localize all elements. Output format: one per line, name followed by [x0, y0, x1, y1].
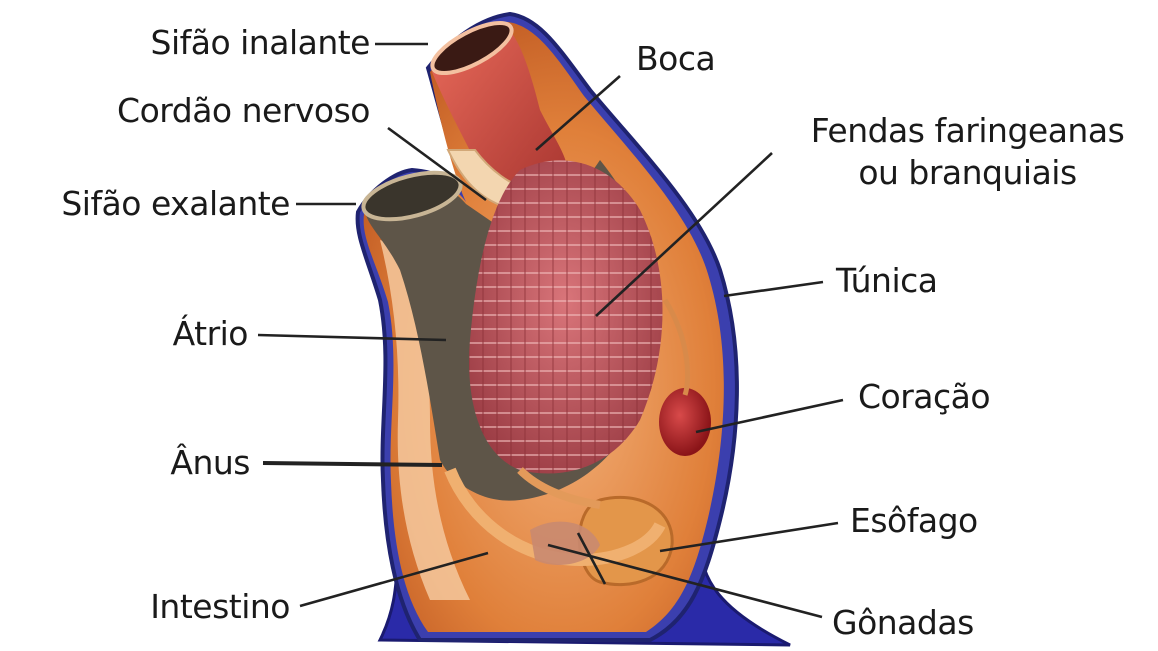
label-anus: Ânus [100, 444, 250, 482]
label-sifao-exalante: Sifão exalante [0, 185, 290, 223]
label-fendas-line2: ou branquiais [780, 154, 1155, 192]
label-fendas-line1: Fendas faringeanas [780, 112, 1155, 150]
label-gonadas: Gônadas [832, 604, 974, 642]
label-tunica: Túnica [836, 262, 938, 300]
label-coracao: Coração [858, 378, 990, 416]
leader-tunica [724, 282, 823, 296]
label-cordao-nervoso: Cordão nervoso [40, 92, 370, 130]
leader-anus [263, 463, 442, 465]
label-boca: Boca [636, 40, 715, 78]
gill-slits [469, 160, 662, 473]
heart [659, 388, 711, 456]
label-intestino: Intestino [60, 588, 290, 626]
label-atrio: Átrio [100, 315, 248, 353]
label-sifao-inalante: Sifão inalante [70, 24, 370, 62]
label-esofago: Esôfago [850, 502, 978, 540]
